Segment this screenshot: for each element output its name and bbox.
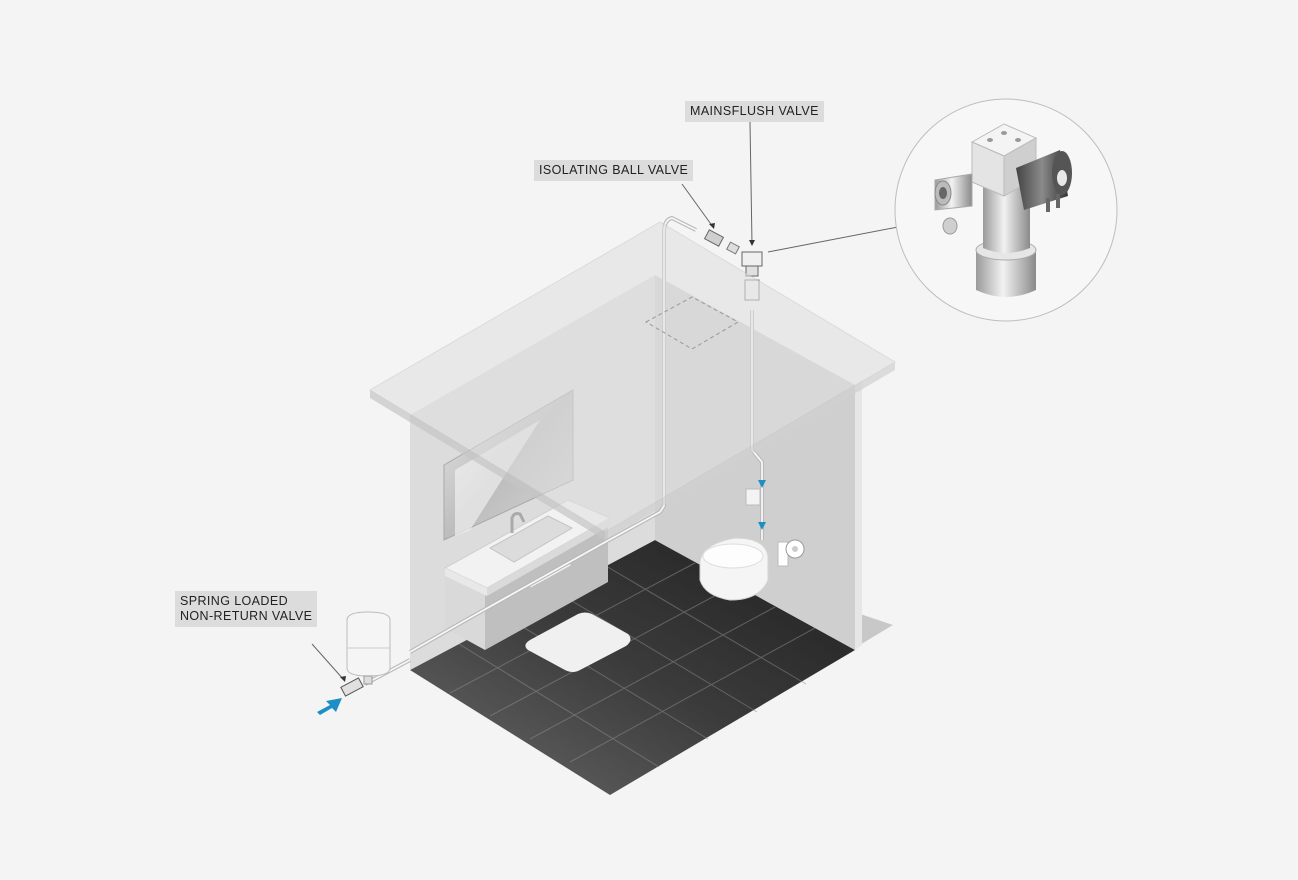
- non-return-valve-text-line2: NON-RETURN VALVE: [180, 609, 313, 623]
- floor-grid: [449, 562, 816, 768]
- expansion-tank: [346, 611, 391, 685]
- arrow-right-icon: [317, 698, 342, 715]
- floor: [410, 540, 855, 795]
- valve-callout: [894, 98, 1118, 322]
- non-return-valve-label: SPRING LOADED NON-RETURN VALVE: [175, 591, 318, 627]
- arrow-down-icon: [758, 480, 766, 530]
- non-return-valve: [340, 677, 364, 697]
- leader-lines: [311, 121, 899, 681]
- right-wall-edge: [855, 380, 862, 650]
- isolating-ball-valve: [703, 229, 740, 255]
- floor-mat: [525, 612, 631, 672]
- toilet-roll: [777, 539, 805, 567]
- toilet-seat: [702, 543, 764, 569]
- ceiling-edge-right: [605, 362, 895, 540]
- mainsflush-valve-text: MAINSFLUSH VALVE: [690, 104, 819, 118]
- vanity-side: [485, 522, 608, 650]
- non-return-valve-text-line1: SPRING LOADED: [180, 594, 289, 608]
- flush-plate: [745, 488, 761, 506]
- vanity-counter-side: [487, 518, 610, 596]
- ceiling-edge: [370, 390, 605, 540]
- basin: [488, 515, 574, 563]
- access-panel: [644, 296, 740, 350]
- vanity-counter-edge: [445, 568, 487, 596]
- isolating-ball-valve-text: ISOLATING BALL VALVE: [539, 163, 689, 177]
- leader-arrowheads: [340, 223, 755, 682]
- mainsflush-valve-label: MAINSFLUSH VALVE: [685, 101, 824, 122]
- tap: [510, 512, 526, 533]
- isolating-ball-valve-label: ISOLATING BALL VALVE: [534, 160, 694, 181]
